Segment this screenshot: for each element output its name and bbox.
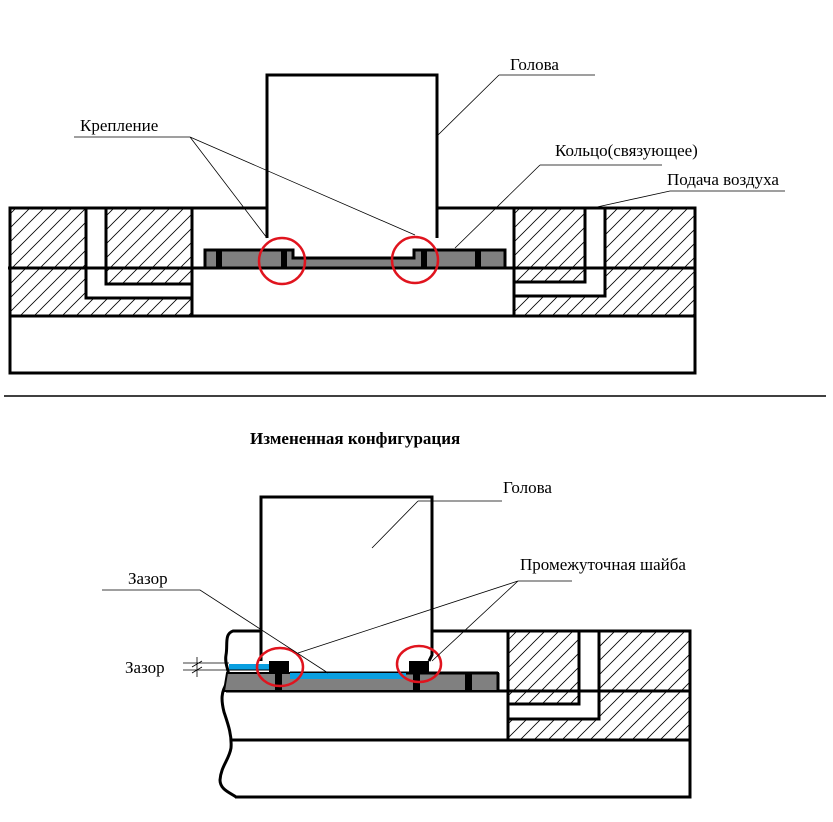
right-housing-block xyxy=(506,629,692,742)
highlight-circle-right xyxy=(390,235,440,285)
break-line xyxy=(218,629,262,799)
highlight-circle-left xyxy=(255,646,305,688)
intermediate-washer-left xyxy=(269,661,289,691)
label-ring: Кольцо(связующее) xyxy=(555,141,698,160)
head-block xyxy=(265,73,439,238)
gap-layer-left xyxy=(229,664,269,670)
label-gap-dimension: Зазор xyxy=(125,658,165,677)
gap-layer-center xyxy=(290,673,406,679)
base-plate xyxy=(235,740,692,799)
right-housing-block xyxy=(512,206,697,318)
original-assembly: Голова Крепление Кольцо(связующее) Подач… xyxy=(8,55,785,375)
modified-title: Измененная конфигурация xyxy=(250,429,460,448)
label-head: Голова xyxy=(510,55,559,74)
label-head: Голова xyxy=(503,478,552,497)
label-washer: Промежуточная шайба xyxy=(520,555,686,574)
binding-ring xyxy=(203,248,507,270)
left-housing-block xyxy=(8,206,194,318)
label-gap-top: Зазор xyxy=(128,569,168,588)
highlight-circle-right xyxy=(395,644,443,684)
head-block xyxy=(259,495,434,662)
binding-ring xyxy=(222,671,500,692)
base-plate xyxy=(8,314,697,375)
label-fastening: Крепление xyxy=(80,116,158,135)
modified-assembly: Голова Промежуточная шайба Зазор Зазор xyxy=(102,478,692,799)
label-air-supply: Подача воздуха xyxy=(667,170,779,189)
highlight-circle-left xyxy=(257,236,307,286)
